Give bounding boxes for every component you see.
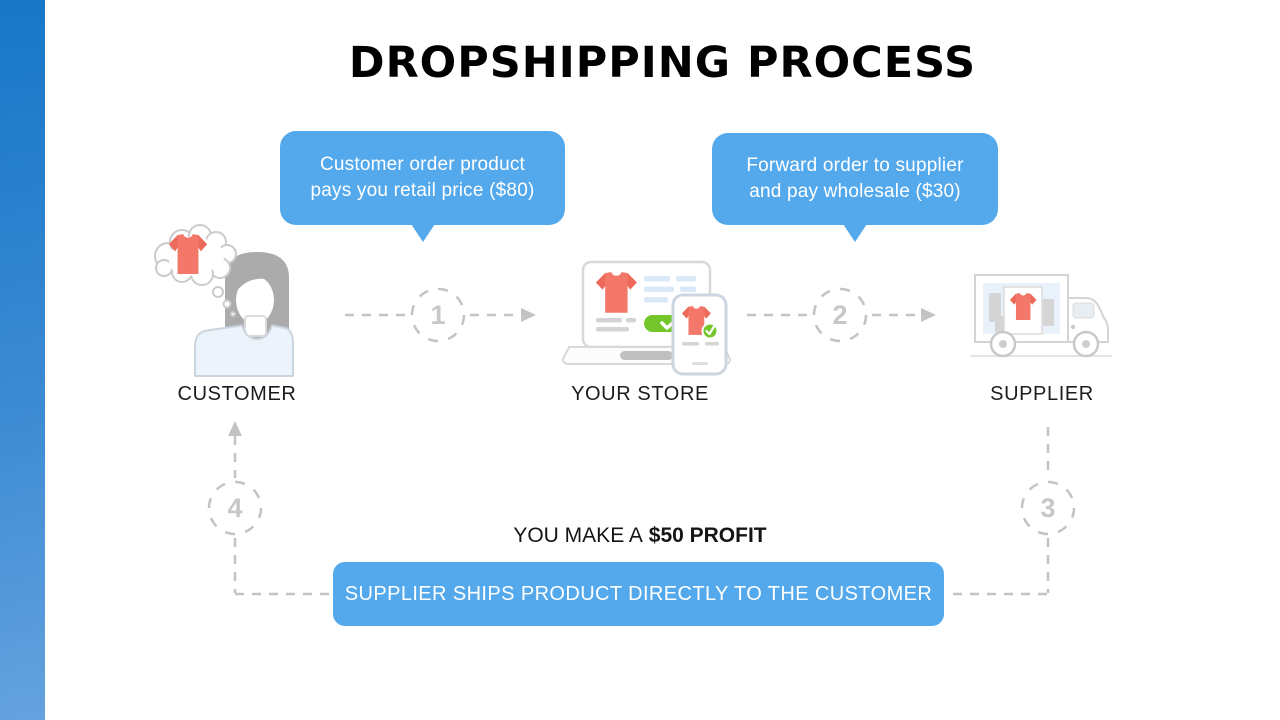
arrow-right-icon	[521, 308, 536, 322]
customer-label: CUSTOMER	[177, 383, 297, 405]
step-4-number: 4	[227, 492, 243, 523]
customer-icon	[140, 220, 310, 378]
callout-wholesale-price: Forward order to supplier and pay wholes…	[712, 133, 998, 242]
callout-wholesale-line2: and pay wholesale ($30)	[749, 181, 961, 202]
truck-illustration	[970, 274, 1112, 358]
tshirt-icon	[169, 234, 207, 274]
callout-retail-line2: pays you retail price ($80)	[310, 180, 535, 201]
cab-window	[1072, 302, 1095, 319]
store-label: YOUR STORE	[571, 383, 709, 405]
delivery-truck-icon	[962, 260, 1122, 360]
wheels	[989, 330, 1100, 358]
phone-text-lines	[682, 342, 719, 365]
step-1-number: 1	[430, 299, 446, 330]
product-box	[1003, 286, 1043, 335]
supplier-label: SUPPLIER	[990, 383, 1094, 405]
left-accent-bar	[0, 0, 45, 720]
arrow-up-icon	[228, 421, 242, 436]
caption-lines	[596, 318, 636, 332]
page-title: DROPSHIPPING PROCESS	[348, 38, 977, 88]
callout-retail-price: Customer order product pays you retail p…	[280, 131, 565, 242]
face-shape	[236, 276, 274, 324]
profit-prefix: YOU MAKE A	[513, 524, 643, 547]
neck-shape	[244, 315, 267, 337]
callout-wholesale-line1: Forward order to supplier	[746, 155, 964, 176]
step-2-number: 2	[832, 299, 848, 330]
check-icon	[705, 325, 716, 336]
thought-trail-dots	[212, 286, 236, 317]
shirt-body-shape	[194, 324, 294, 377]
profit-amount: $50 PROFIT	[648, 524, 767, 547]
callout-tail	[843, 224, 867, 242]
step-3-number: 3	[1040, 492, 1056, 523]
tshirt-icon	[1010, 293, 1037, 321]
check-badge-icon	[701, 322, 719, 340]
callout-tail	[410, 224, 435, 242]
store-illustration	[562, 260, 731, 376]
profit-note: YOU MAKE A$50 PROFIT	[0, 524, 1280, 548]
arrow-right-icon	[921, 308, 936, 322]
store-icon	[558, 252, 733, 377]
bangs-shape	[236, 266, 278, 292]
callout-retail-line1: Customer order product	[319, 154, 526, 175]
door-handle	[1070, 324, 1076, 330]
shipping-banner-label: SUPPLIER SHIPS PRODUCT DIRECTLY TO THE C…	[344, 582, 933, 605]
shipping-banner: SUPPLIER SHIPS PRODUCT DIRECTLY TO THE C…	[333, 562, 944, 626]
tshirt-icon	[596, 272, 637, 313]
customer-illustration	[154, 224, 294, 377]
touchpad	[620, 351, 673, 360]
